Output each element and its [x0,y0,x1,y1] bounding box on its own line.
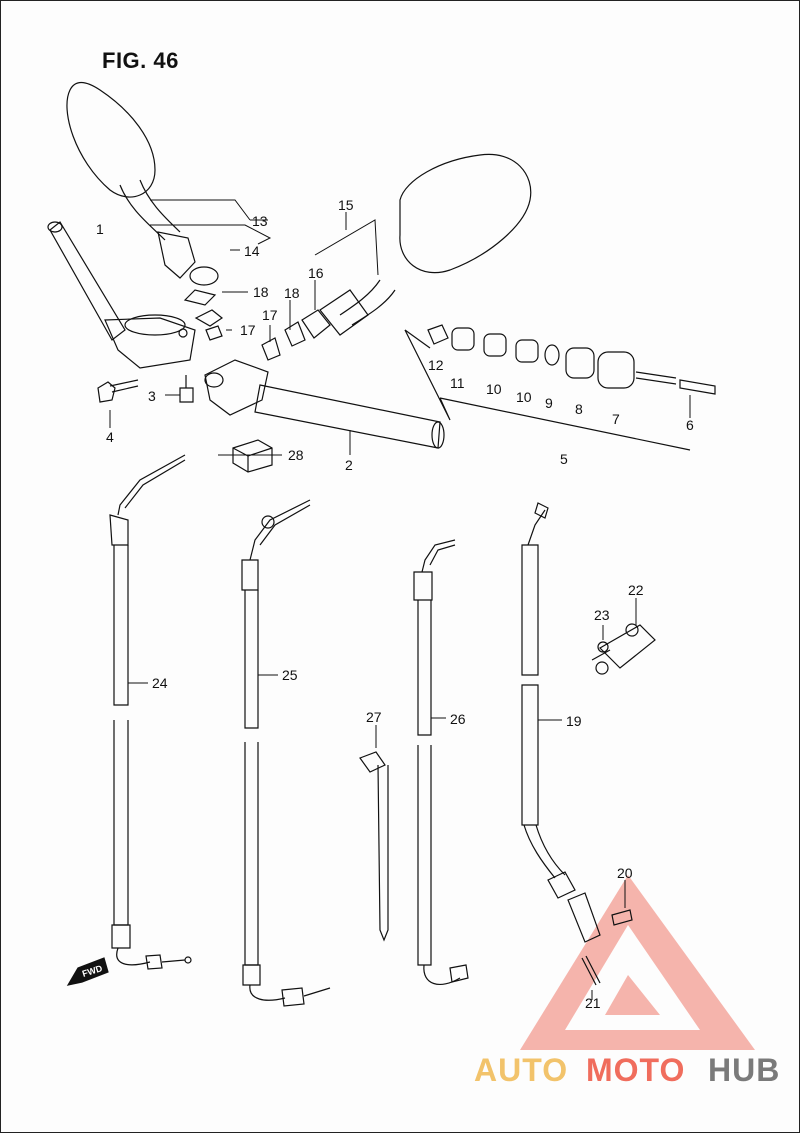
callout-23: 23 [594,607,610,623]
callout-24: 24 [152,675,168,691]
callout-17-a: 17 [262,307,278,323]
callout-10-a: 10 [486,381,502,397]
callout-22: 22 [628,582,644,598]
callout-11: 11 [450,375,465,391]
callout-26: 26 [450,711,466,727]
cable-19 [521,502,601,943]
callout-1: 1 [96,221,104,237]
left-mirror [66,81,196,279]
callout-3: 3 [148,388,156,404]
callout-28: 28 [288,447,304,463]
callout-15: 15 [338,197,354,213]
cable-tie-27 [359,751,389,942]
figure-title: FIG. 46 [102,48,179,73]
callout-14: 14 [244,243,260,259]
callout-6: 6 [686,417,694,433]
callout-10-b: 10 [516,389,532,405]
callout-13: 13 [252,213,268,229]
bolts [97,375,194,403]
callout-18-b: 18 [284,285,300,301]
bracket-22 [591,623,656,675]
callout-18-a: 18 [253,284,269,300]
mirror-mount-parts [183,266,224,341]
callout-16: 16 [308,265,324,281]
left-handlebar [47,221,196,369]
fwd-arrow-shape [66,957,109,986]
watermark-text-auto: AUTO [474,1052,569,1088]
right-mirror [261,153,532,361]
callout-21: 21 [585,995,601,1011]
cable-24 [109,454,192,970]
cable-26 [413,539,469,986]
watermark-logo-shape [520,875,755,1050]
callout-19: 19 [566,713,582,729]
callout-8: 8 [575,401,583,417]
leader-lines [109,199,691,456]
callout-27: 27 [366,709,382,725]
callout-25: 25 [282,667,298,683]
callout-5: 5 [560,451,568,467]
watermark-text-hub: HUB [708,1052,781,1088]
callout-4: 4 [106,429,114,445]
block-28 [232,439,273,473]
callout-7: 7 [612,411,620,427]
callout-20: 20 [617,865,633,881]
bar-end-assembly [404,324,716,451]
switch-parts [581,909,633,986]
cable-25 [241,499,331,1007]
watermark-text-moto: MOTO [586,1052,686,1088]
right-handlebar [204,359,445,449]
cable-leaders [128,598,637,1000]
callout-17-b: 17 [240,322,256,338]
callout-2: 2 [345,457,353,473]
callout-12: 12 [428,357,444,373]
callout-9: 9 [545,395,553,411]
